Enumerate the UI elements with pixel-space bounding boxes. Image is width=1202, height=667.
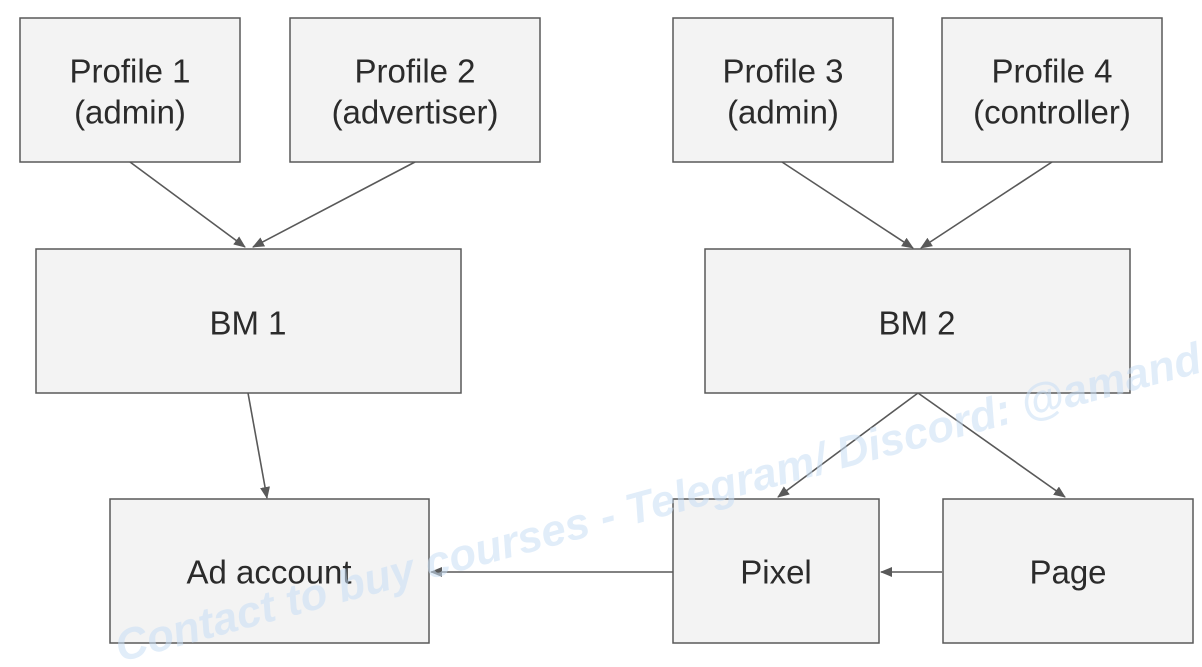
node-profile-2-role: (advertiser): [332, 94, 499, 131]
node-bm-2-label: BM 2: [878, 305, 955, 342]
node-page: Page: [942, 498, 1194, 644]
node-profile-4-role: (controller): [973, 94, 1131, 131]
node-profile-2-title: Profile 2: [354, 53, 475, 90]
node-bm-1: BM 1: [35, 248, 462, 394]
node-ad-account: Ad account: [109, 498, 430, 644]
node-profile-1-role: (admin): [74, 94, 186, 131]
edge-profile4-to-bm2: [920, 161, 1053, 249]
node-profile-1-title: Profile 1: [69, 53, 190, 90]
node-pixel-label: Pixel: [740, 554, 812, 591]
node-profile-4-title: Profile 4: [991, 53, 1112, 90]
node-page-label: Page: [1029, 554, 1106, 591]
edge-profile2-to-bm1: [252, 161, 416, 248]
edge-bm2-to-page: [917, 392, 1066, 498]
edge-profile1-to-bm1: [129, 161, 246, 248]
node-bm-2: BM 2: [704, 248, 1131, 394]
node-profile-2: Profile 2 (advertiser): [289, 17, 541, 163]
edge-bm2-to-pixel: [777, 392, 919, 498]
node-ad-account-label: Ad account: [186, 554, 351, 591]
node-bm-1-label: BM 1: [209, 305, 286, 342]
node-profile-1: Profile 1 (admin): [19, 17, 241, 163]
node-profile-3: Profile 3 (admin): [672, 17, 894, 163]
node-profile-4: Profile 4 (controller): [941, 17, 1163, 163]
edge-profile3-to-bm2: [781, 161, 914, 249]
edges: [129, 161, 1066, 577]
node-profile-3-role: (admin): [727, 94, 839, 131]
node-pixel: Pixel: [672, 498, 880, 644]
node-profile-3-title: Profile 3: [722, 53, 843, 90]
edge-bm1-to-ad-account: [247, 392, 270, 499]
